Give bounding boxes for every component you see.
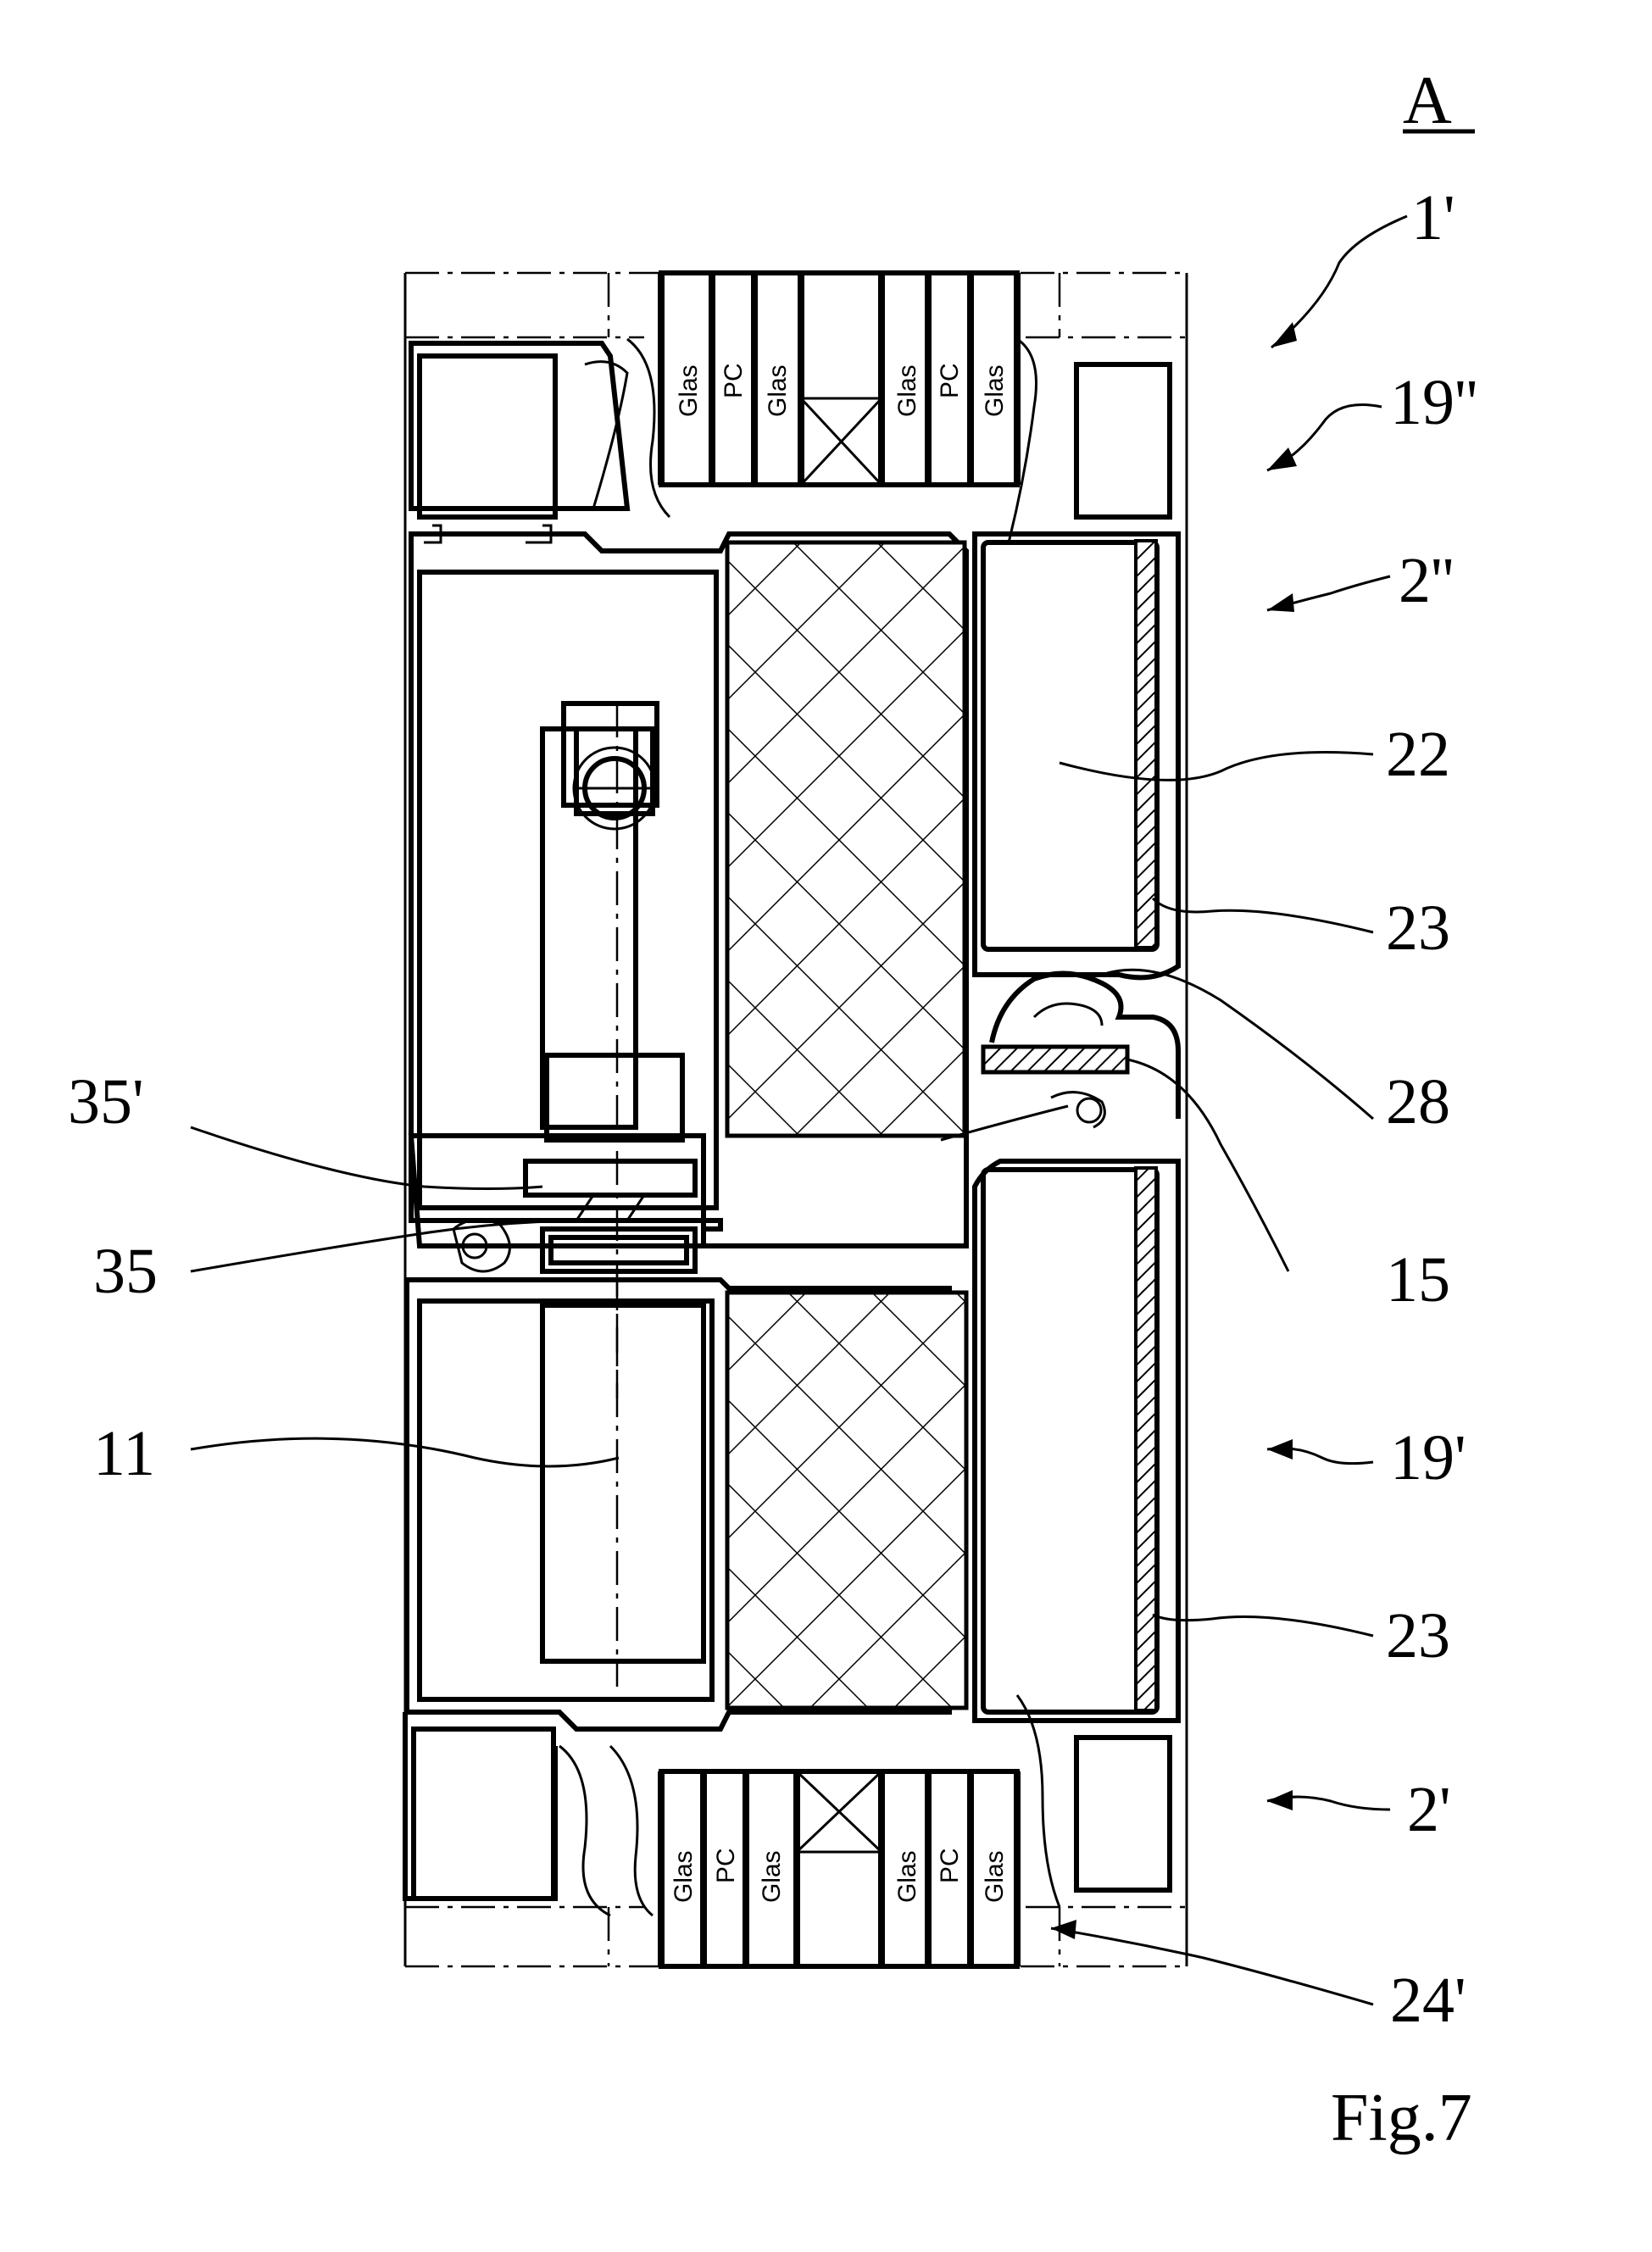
lower-insulation [727,1293,966,1708]
bottom-glazing-labels: Glas PC Glas Glas PC Glas [670,1848,1009,1903]
glazing-label: Glas [893,364,921,417]
ref-23b: 23 [1386,1600,1450,1671]
glazing-label: Glas [670,1850,698,1903]
glazing-label: Glas [981,364,1009,417]
ref-2p: 2' [1407,1774,1451,1845]
glazing-label: Glas [764,364,792,417]
top-glazing-unit [661,273,1017,485]
plate-23-upper [1136,541,1156,948]
ref-11: 11 [93,1418,155,1489]
upper-insulation [727,542,965,1136]
lower-right-chamber [975,1161,1178,1907]
ref-24p: 24' [1390,1965,1466,2036]
glazing-label: PC [712,1848,740,1883]
glazing-label: Glas [981,1850,1009,1903]
figure-caption: Fig.7 [1331,2081,1472,2155]
middle-transition [941,974,1178,1140]
ref-22: 22 [1386,719,1450,790]
ref-2pp: 2'' [1399,545,1454,616]
top-glazing-labels: Glas PC Glas Glas PC Glas [675,363,1009,417]
glazing-label: PC [720,363,748,398]
glazing-label: Glas [893,1850,921,1903]
upper-hardware [542,703,682,1398]
plate-23-lower [1136,1168,1156,1710]
ref-19p: 19' [1390,1422,1466,1493]
glazing-label: Glas [758,1850,786,1903]
view-label: A [1403,64,1452,138]
glazing-label: Glas [675,364,703,417]
ref-35p: 35' [68,1066,144,1137]
upper-right-chamber [975,339,1178,977]
ref-23a: 23 [1386,892,1450,964]
ref-19pp: 19'' [1390,367,1477,438]
ref-28: 28 [1386,1066,1450,1137]
glazing-label: PC [936,363,964,398]
glazing-label: PC [936,1848,964,1883]
ref-1p: 1' [1411,182,1455,253]
ref-35: 35 [93,1236,158,1307]
middle-left-connector [411,1136,704,1271]
ref-15: 15 [1386,1244,1450,1315]
